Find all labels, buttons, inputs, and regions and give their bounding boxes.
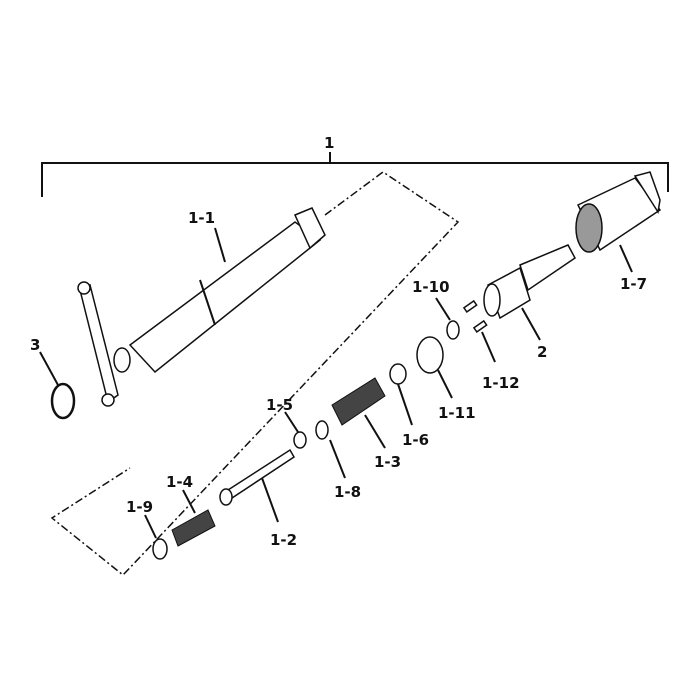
label-1-11: 1-11 <box>438 404 476 422</box>
push-rod-part <box>219 448 295 523</box>
spring-1-3-part <box>331 377 386 449</box>
label-1-7: 1-7 <box>620 275 647 293</box>
assembly-bracket <box>41 152 669 197</box>
label-1-6: 1-6 <box>402 431 429 449</box>
label-2: 2 <box>537 343 547 361</box>
part-1-10 <box>446 320 460 340</box>
subassembly-outline <box>50 171 460 577</box>
washer-1-5-part <box>293 431 307 449</box>
label-1-9: 1-9 <box>126 498 153 516</box>
label-3: 3 <box>30 336 40 354</box>
nozzle-holder-part <box>77 207 326 407</box>
washer-1-8-part <box>315 420 329 440</box>
retaining-nut-part <box>575 171 662 273</box>
label-1-4: 1-4 <box>166 473 193 491</box>
label-1-10: 1-10 <box>412 278 450 296</box>
spring-1-4-part <box>171 489 216 547</box>
washer-3-part <box>50 382 76 420</box>
pin-1-12-part <box>472 319 488 333</box>
label-1-5: 1-5 <box>266 396 293 414</box>
label-1: 1 <box>324 134 334 152</box>
spacer-1-11-part <box>416 336 444 374</box>
label-1-8: 1-8 <box>334 483 361 501</box>
nozzle-part <box>483 244 576 341</box>
label-1-12: 1-12 <box>482 374 520 392</box>
pin-part <box>462 299 478 313</box>
label-1-1: 1-1 <box>188 209 215 227</box>
label-1-2: 1-2 <box>270 531 297 549</box>
seat-1-6-part <box>389 363 407 385</box>
washer-1-9-part <box>152 538 168 560</box>
label-1-3: 1-3 <box>374 453 401 471</box>
